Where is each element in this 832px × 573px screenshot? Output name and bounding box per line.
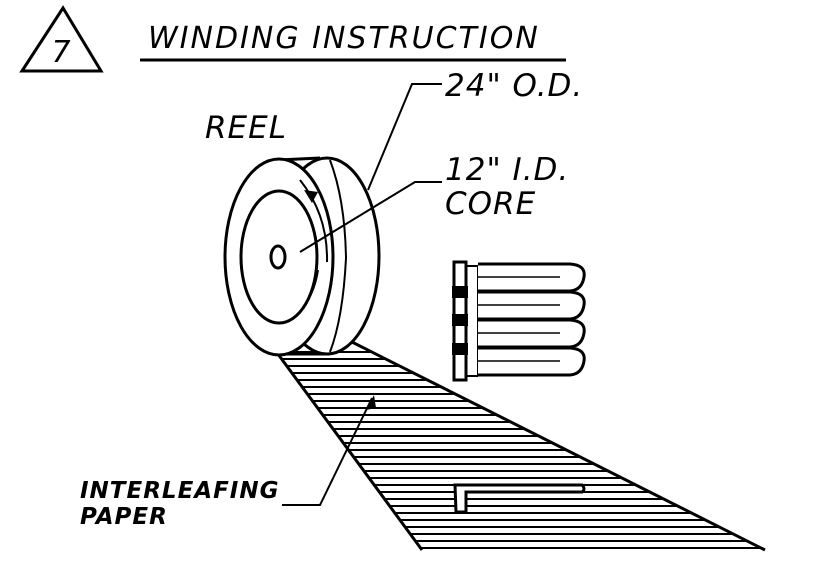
paper-leader [282, 397, 373, 506]
reel-core-hole [269, 244, 287, 270]
paper-tab-shape [453, 483, 586, 514]
leader-lines [282, 83, 442, 506]
od-leader [367, 83, 442, 191]
reel-label: REEL [205, 110, 287, 146]
title: WINDING INSTRUCTION [148, 21, 540, 56]
revision-number: 7 [51, 35, 70, 70]
interleaf-label-line2: PAPER [80, 504, 168, 530]
inner-diameter-label: 12" I.D. [445, 152, 569, 188]
core-label: CORE [445, 186, 536, 222]
outer-diameter-label: 24" O.D. [445, 68, 583, 104]
id-leader [299, 181, 442, 253]
reel [223, 156, 381, 357]
interleaf-label-line1: INTERLEAFING [80, 478, 279, 504]
cable-comb-detail [452, 260, 586, 382]
revision-triangle: 7 [19, 5, 104, 73]
